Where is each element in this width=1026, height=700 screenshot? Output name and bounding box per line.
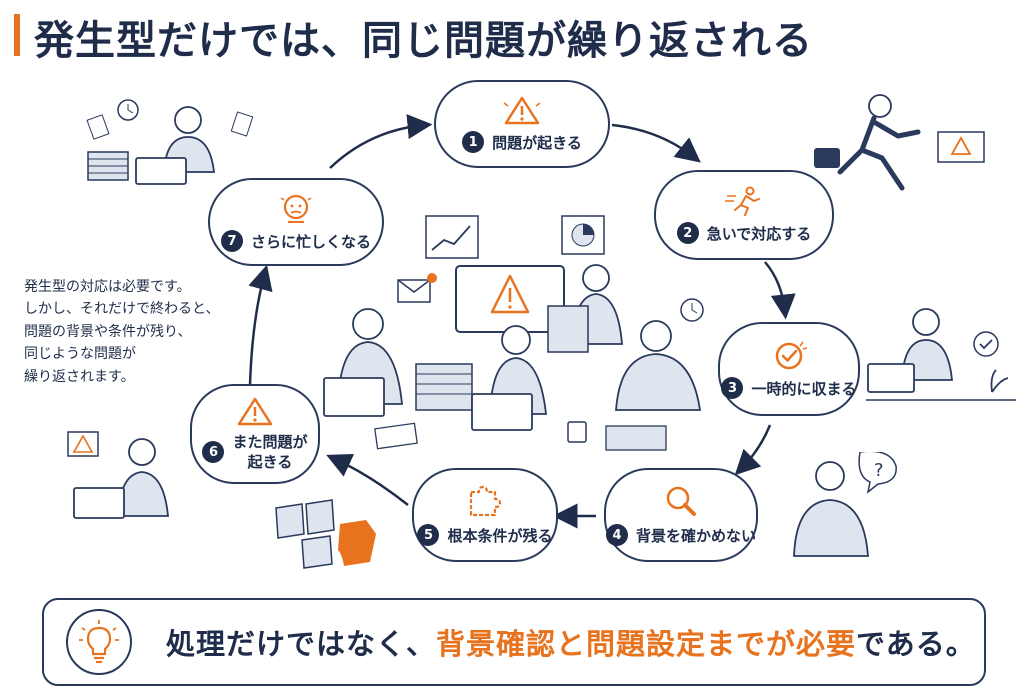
stressed-worker-illustration <box>67 431 169 519</box>
arrow-2-to-3 <box>764 261 796 320</box>
thinking-man-illustration: ? <box>793 452 897 557</box>
step-label: 問題が起きる <box>492 133 582 152</box>
warning-icon <box>237 397 273 425</box>
step-number: 3 <box>721 377 744 399</box>
running-person-icon <box>725 186 760 216</box>
check-circle-icon <box>775 341 808 370</box>
arrow-6-to-7 <box>248 264 273 386</box>
conclusion-box: 処理だけではなく、背景確認と問題設定までが必要である。 <box>42 598 986 686</box>
running-man-illustration <box>814 94 985 191</box>
step-number: 1 <box>462 131 485 153</box>
office-scene-illustration <box>323 215 704 451</box>
conclusion-highlight: 背景確認と問題設定までが必要 <box>436 627 857 661</box>
svg-text:?: ? <box>874 460 884 481</box>
step-label: 急いで対応する <box>706 224 812 243</box>
arrow-5-to-6 <box>326 453 409 506</box>
step-3: 3 一時的に収まる <box>718 322 860 416</box>
title-accent-bar <box>14 14 20 56</box>
step-label: さらに忙しくなる <box>250 232 371 251</box>
step-6: 6 また問題が 起きる <box>190 384 320 484</box>
busy-worker-illustration <box>86 99 254 185</box>
puzzle-pieces-illustration <box>275 499 376 569</box>
step-number: 7 <box>220 230 243 252</box>
side-note-line: 繰り返されます。 <box>24 368 135 385</box>
step-label: 背景を確かめない <box>636 526 757 545</box>
step-label: 根本条件が残る <box>447 526 553 545</box>
puzzle-icon <box>469 485 502 517</box>
calm-worker-illustration <box>866 308 1016 401</box>
conclusion-part3: である。 <box>856 627 976 661</box>
step-7: 7 さらに忙しくなる <box>208 178 384 266</box>
worried-face-icon <box>280 194 312 223</box>
side-note-line: 問題の背景や条件が残り、 <box>24 323 192 340</box>
step-2: 2 急いで対応する <box>654 170 834 260</box>
step-4: 4 背景を確かめない <box>604 468 758 562</box>
arrow-3-to-4 <box>734 424 772 476</box>
side-note-line: しかし、それだけで終わると、 <box>24 301 220 318</box>
step-number: 4 <box>606 524 628 546</box>
page-title: 発生型だけでは、同じ問題が繰り返される <box>34 18 813 64</box>
conclusion-text: 処理だけではなく、背景確認と問題設定までが必要である。 <box>166 621 976 663</box>
arrow-1-to-2 <box>611 123 701 163</box>
step-number: 5 <box>417 524 440 546</box>
lightbulb-icon <box>66 609 132 675</box>
step-number: 2 <box>676 222 699 244</box>
step-label-line1: また問題が <box>232 432 308 451</box>
arrow-7-to-1 <box>329 114 433 169</box>
magnifier-icon <box>666 486 696 516</box>
step-5: 5 根本条件が残る <box>412 468 558 562</box>
side-note-line: 同じような問題が <box>24 346 136 363</box>
step-label-line2: 起きる <box>247 453 293 471</box>
warning-icon <box>503 96 541 125</box>
side-note-line: 発生型の対応は必要です。 <box>24 279 191 295</box>
step-label: 一時的に収まる <box>751 379 857 398</box>
side-note: 発生型の対応は必要です。 しかし、それだけで終わると、 問題の背景や条件が残り、… <box>24 276 244 388</box>
step-number: 6 <box>202 441 225 463</box>
step-1: 1 問題が起きる <box>434 80 610 168</box>
conclusion-part1: 処理だけではなく、 <box>166 627 437 661</box>
